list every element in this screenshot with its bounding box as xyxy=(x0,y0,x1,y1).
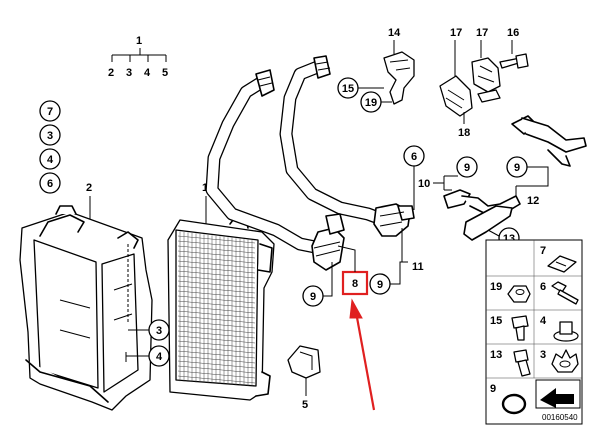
label-16: 16 xyxy=(507,27,519,39)
label-3-top: 3 xyxy=(126,67,132,79)
hex-nut-icon xyxy=(507,285,531,303)
circle-3-left: 3 xyxy=(47,130,53,142)
circle-15-top: 15 xyxy=(342,83,354,95)
circle-6-left: 6 xyxy=(47,178,53,190)
document-number: 00160540 xyxy=(542,413,578,422)
bracket-part-5: 5 xyxy=(287,345,321,411)
sensor-hose-right xyxy=(511,115,587,167)
circle-6-right: 6 xyxy=(411,151,417,163)
bracket-parts-17-16-18: 17 17 16 18 xyxy=(439,27,529,139)
collar-bolt-icon xyxy=(511,315,529,341)
label-8-highlighted: 8 xyxy=(352,278,358,290)
label-5-top: 5 xyxy=(162,67,168,79)
radiator-illustration: 1 xyxy=(167,182,275,401)
label-5-bracket: 5 xyxy=(302,399,308,411)
hex-bolt-icon xyxy=(551,281,579,305)
circle-19-top: 19 xyxy=(365,97,377,109)
o-ring-icon xyxy=(501,393,527,415)
legend-label-6: 6 xyxy=(540,281,546,293)
label-1-top: 1 xyxy=(136,35,142,47)
label-18: 18 xyxy=(458,127,470,139)
label-2-top: 2 xyxy=(108,67,114,79)
legend-label-15: 15 xyxy=(490,315,502,327)
label-4-top: 4 xyxy=(144,67,151,79)
label-1-radiator: 1 xyxy=(202,182,208,194)
serrated-nut-icon xyxy=(551,349,579,373)
label-2-shroud: 2 xyxy=(86,182,92,194)
circle-4-left: 4 xyxy=(47,154,54,166)
label-17b: 17 xyxy=(476,27,488,39)
circle-9-right-b: 9 xyxy=(514,162,520,174)
label-10: 10 xyxy=(418,178,430,190)
label-12: 12 xyxy=(527,195,539,207)
circle-9-hose-b: 9 xyxy=(377,279,383,291)
left-circle-stack: 7 3 4 6 xyxy=(39,100,61,194)
legend-label-13: 13 xyxy=(490,349,502,361)
coolant-hoses xyxy=(205,55,415,271)
hose-line-labels: 9 8 9 11 xyxy=(302,228,424,307)
radiator-fins xyxy=(177,231,256,387)
legend-label-19: 19 xyxy=(490,281,502,293)
legend-label-4: 4 xyxy=(540,315,547,327)
circle-7-left: 7 xyxy=(47,106,53,118)
label-14: 14 xyxy=(388,27,401,39)
legend-label-3: 3 xyxy=(540,349,546,361)
pipe-assembly-10-12: 6 9 10 9 12 13 xyxy=(403,145,549,249)
hardware-legend: 7 19 6 15 4 13 xyxy=(485,239,583,425)
circle-9-hose-a: 9 xyxy=(310,291,316,303)
circle-3-shroud: 3 xyxy=(156,325,162,337)
circle-4-shroud: 4 xyxy=(156,351,163,363)
label-11: 11 xyxy=(412,261,424,273)
rubber-mount-icon xyxy=(553,321,579,342)
circle-9-right-a: 9 xyxy=(464,162,470,174)
clamp-part-14: 14 15 19 xyxy=(337,27,415,113)
socket-screw-icon xyxy=(513,349,531,377)
label-17a: 17 xyxy=(450,27,462,39)
red-pointer-arrow xyxy=(349,298,376,411)
radiator-core-grid xyxy=(177,231,256,387)
arrow-symbol-icon xyxy=(535,379,581,409)
clip-nut-icon xyxy=(547,255,577,273)
fan-shroud-illustration: 2 xyxy=(19,182,153,411)
legend-label-9: 9 xyxy=(490,383,496,395)
legend-label-7: 7 xyxy=(540,245,546,257)
group-label-1: 1 2 3 4 5 xyxy=(108,35,168,79)
